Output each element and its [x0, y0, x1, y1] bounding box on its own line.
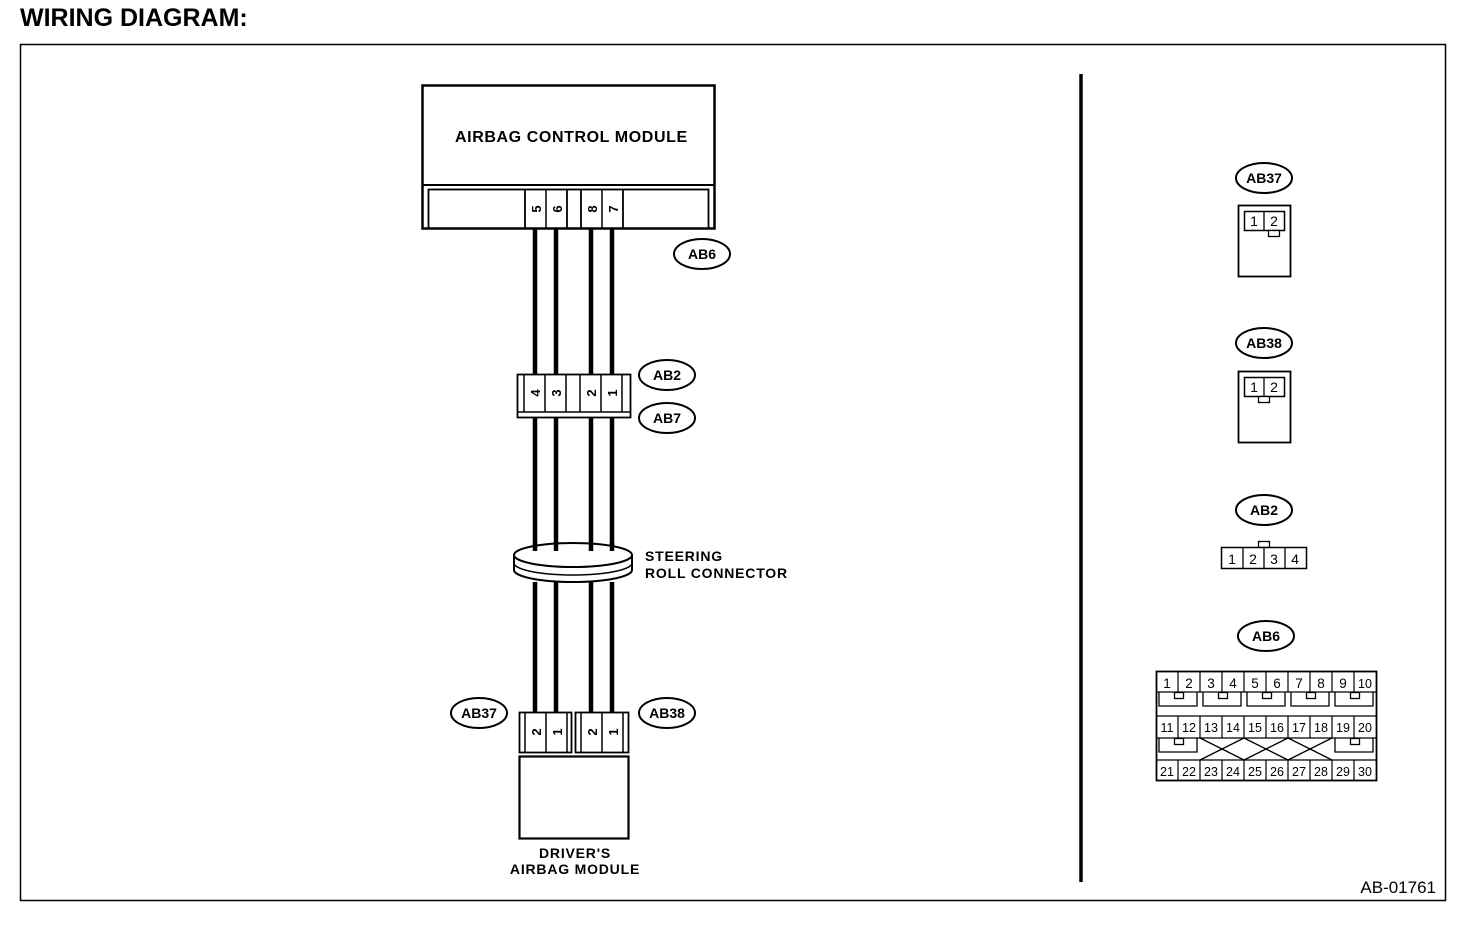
- legend-ab2: AB2 1 2 3 4: [1220, 494, 1308, 570]
- legend-ab6-pin-16: 16: [1270, 721, 1284, 735]
- legend-ab2-pin-2: 2: [1249, 551, 1257, 567]
- legend-ab6-pin-12: 12: [1182, 721, 1196, 735]
- legend-ab6-pin-30: 30: [1358, 765, 1372, 779]
- svg-text:AB38: AB38: [649, 705, 685, 721]
- ab37-pin-1: 1: [550, 728, 565, 735]
- legend-ab6-pin-13: 13: [1204, 721, 1218, 735]
- legend-ab6-pin-24: 24: [1226, 765, 1240, 779]
- ab38-pin-1: 1: [606, 728, 621, 735]
- acm-pin-6: 6: [550, 205, 565, 212]
- control-module-label: AIRBAG CONTROL MODULE: [455, 129, 688, 146]
- legend-ab2-pin-4: 4: [1291, 551, 1299, 567]
- legend-ab6-tag: AB6: [1252, 628, 1280, 644]
- legend-ab6-pin-8: 8: [1317, 676, 1325, 691]
- legend-ab6-pin-20: 20: [1358, 721, 1372, 735]
- legend-ab6-pin-4: 4: [1229, 676, 1237, 691]
- acm-pin-7: 7: [606, 205, 621, 212]
- legend-ab6-pin-23: 23: [1204, 765, 1218, 779]
- ab2-pin-2: 2: [584, 389, 599, 396]
- ab2-pin-1: 1: [605, 389, 620, 396]
- inline-connector-ab2-ab7: 4 3 2 1: [516, 373, 632, 419]
- tag-ab6: AB6: [673, 238, 731, 270]
- legend-ab6-pin-5: 5: [1251, 676, 1259, 691]
- tag-ab7: AB7: [638, 402, 696, 434]
- tag-ab2: AB2: [638, 359, 696, 391]
- legend-ab38-pin-1: 1: [1250, 379, 1258, 395]
- tag-ab37: AB37: [450, 697, 508, 729]
- steering-roll-connector-label-1: STEERING: [645, 548, 723, 564]
- legend-ab37-tag: AB37: [1246, 170, 1282, 186]
- legend-ab37: AB37 1 2: [1235, 162, 1293, 278]
- connector-ab37: 2 1: [518, 711, 573, 754]
- svg-text:AB37: AB37: [461, 705, 497, 721]
- acm-pin-5: 5: [529, 205, 544, 212]
- legend-ab6-pin-27: 27: [1292, 765, 1306, 779]
- legend-ab6-pin-28: 28: [1314, 765, 1328, 779]
- legend-ab2-pin-1: 1: [1228, 551, 1236, 567]
- legend-ab6-pin-7: 7: [1295, 676, 1303, 691]
- legend-ab6-pin-18: 18: [1314, 721, 1328, 735]
- svg-text:AB7: AB7: [653, 410, 681, 426]
- harness-upper: [532, 228, 615, 374]
- drivers-airbag-module-label-2: AIRBAG MODULE: [510, 861, 640, 877]
- legend-ab6-pin-19: 19: [1336, 721, 1350, 735]
- legend-ab38-pin-2: 2: [1270, 379, 1278, 395]
- figure-id: AB-01761: [1360, 878, 1436, 897]
- harness-middle: [532, 418, 615, 550]
- drivers-airbag-module-label-1: DRIVER'S: [539, 845, 611, 861]
- tag-ab38: AB38: [638, 697, 696, 729]
- legend-ab6-pin-9: 9: [1339, 676, 1347, 691]
- legend-ab6-pin-11: 11: [1161, 721, 1174, 735]
- legend-ab6-pin-29: 29: [1336, 765, 1350, 779]
- ab38-pin-2: 2: [585, 728, 600, 735]
- legend-ab37-pin-1: 1: [1250, 213, 1258, 229]
- page-title: WIRING DIAGRAM:: [20, 4, 248, 32]
- connector-ab38: 2 1: [574, 711, 630, 754]
- svg-text:AB6: AB6: [688, 246, 716, 262]
- legend-ab6-pin-1: 1: [1163, 676, 1171, 691]
- legend-ab6-pin-25: 25: [1248, 765, 1262, 779]
- legend-ab37-pin-2: 2: [1270, 213, 1278, 229]
- legend-ab2-pin-3: 3: [1270, 551, 1278, 567]
- diagram-frame: [19, 43, 1447, 902]
- legend-ab6-pin-21: 21: [1160, 765, 1174, 779]
- steering-roll-connector-label-2: ROLL CONNECTOR: [645, 565, 788, 581]
- airbag-control-module: AIRBAG CONTROL MODULE: [421, 84, 716, 230]
- steering-roll-connector: STEERING ROLL CONNECTOR: [513, 542, 788, 583]
- legend-ab38-tag: AB38: [1246, 335, 1282, 351]
- acm-connector-pins: 5 6 8 7: [524, 189, 624, 228]
- legend-ab38: AB38 1 2: [1235, 327, 1293, 444]
- legend-ab6-pin-15: 15: [1248, 721, 1262, 735]
- legend-ab6-pin-6: 6: [1273, 676, 1281, 691]
- legend-ab6-pin-3: 3: [1207, 676, 1215, 691]
- ab2-pin-4: 4: [528, 389, 543, 397]
- harness-lower: [532, 582, 615, 712]
- drivers-airbag-module: DRIVER'S AIRBAG MODULE: [510, 755, 640, 877]
- legend-ab6-pin-2: 2: [1185, 676, 1193, 691]
- legend-ab6-pin-22: 22: [1182, 765, 1196, 779]
- acm-pin-8: 8: [585, 205, 600, 212]
- legend-ab2-tag: AB2: [1250, 502, 1278, 518]
- ab37-pin-2: 2: [529, 728, 544, 735]
- legend-ab6-pin-10: 10: [1358, 677, 1372, 691]
- legend-ab6: AB6: [1155, 620, 1378, 782]
- ab2-pin-3: 3: [549, 389, 564, 396]
- legend-ab6-pin-26: 26: [1270, 765, 1284, 779]
- legend-ab6-pin-14: 14: [1226, 721, 1240, 735]
- legend-ab6-pin-17: 17: [1292, 721, 1306, 735]
- svg-text:AB2: AB2: [653, 367, 681, 383]
